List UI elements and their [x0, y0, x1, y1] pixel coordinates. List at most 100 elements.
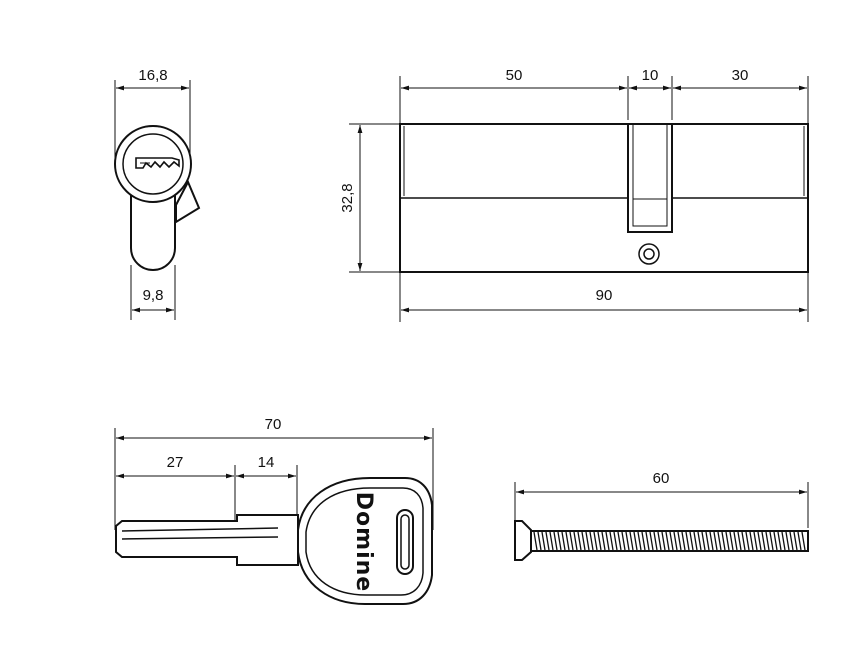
thread-line	[749, 531, 754, 551]
thread-line	[681, 531, 686, 551]
thread-line	[753, 531, 758, 551]
thread-line	[573, 531, 578, 551]
thread-line	[797, 531, 802, 551]
thread-line	[741, 531, 746, 551]
thread-line	[689, 531, 694, 551]
thread-line	[549, 531, 554, 551]
thread-line	[649, 531, 654, 551]
thread-line	[701, 531, 706, 551]
thread-line	[533, 531, 538, 551]
key-ring-hole	[400, 514, 410, 570]
screw-hole-icon	[638, 243, 660, 265]
screw-view: 60	[514, 470, 809, 561]
key-view: 70 27 14 Domine	[114, 416, 434, 605]
thread-line	[709, 531, 714, 551]
cam-inner	[632, 199, 668, 227]
dimension-left-length: 50	[506, 67, 523, 84]
thread-line	[669, 531, 674, 551]
dimension-total-length: 90	[596, 287, 613, 304]
thread-line	[609, 531, 614, 551]
thread-line	[633, 531, 638, 551]
dimension-height: 32,8	[339, 183, 356, 212]
thread-line	[713, 531, 718, 551]
thread-line	[637, 531, 642, 551]
dimension-right-length: 30	[732, 67, 749, 84]
key-groove	[121, 527, 279, 532]
thread-line	[693, 531, 698, 551]
thread-line	[629, 531, 634, 551]
dimension-cam-width: 10	[642, 67, 659, 84]
thread-line	[581, 531, 586, 551]
key-head	[297, 477, 433, 605]
thread-line	[717, 531, 722, 551]
thread-line	[745, 531, 750, 551]
key-ring-hole	[396, 509, 414, 575]
thread-line	[641, 531, 646, 551]
thread-line	[769, 531, 774, 551]
thread-line	[577, 531, 582, 551]
thread-line	[657, 531, 662, 551]
thread-line	[777, 531, 782, 551]
front-view: 16,8 9,8	[114, 67, 201, 320]
thread-line	[569, 531, 574, 551]
thread-line	[589, 531, 594, 551]
screw-head	[514, 520, 532, 561]
thread-line	[737, 531, 742, 551]
thread-line	[645, 531, 650, 551]
screw-hole-icon	[643, 248, 655, 260]
thread-line	[553, 531, 558, 551]
dimension-key-blade: 27	[167, 454, 184, 471]
thread-line	[605, 531, 610, 551]
dimension-key-shoulder: 14	[258, 454, 275, 471]
thread-line	[613, 531, 618, 551]
thread-line	[673, 531, 678, 551]
thread-line	[729, 531, 734, 551]
thread-line	[597, 531, 602, 551]
thread-line	[561, 531, 566, 551]
thread-line	[765, 531, 770, 551]
thread-line	[705, 531, 710, 551]
cam-slot	[627, 123, 673, 233]
thread-line	[585, 531, 590, 551]
thread-line	[685, 531, 690, 551]
cylinder-profile-ring	[122, 133, 184, 195]
thread-line	[565, 531, 570, 551]
keyway-icon	[135, 157, 180, 169]
thread-line	[733, 531, 738, 551]
thread-line	[537, 531, 542, 551]
thread-line	[757, 531, 762, 551]
thread-line	[601, 531, 606, 551]
dimension-key-total: 70	[265, 416, 282, 433]
thread-line	[541, 531, 546, 551]
side-view: 50 10 30 32,8 90	[339, 67, 809, 322]
thread-line	[781, 531, 786, 551]
thread-line	[677, 531, 682, 551]
dimension-width-bottom: 9,8	[143, 287, 164, 304]
thread-line	[545, 531, 550, 551]
thread-line	[721, 531, 726, 551]
dimension-screw-length: 60	[653, 470, 670, 487]
thread-line	[557, 531, 562, 551]
key-head-inner	[305, 487, 424, 596]
thread-line	[621, 531, 626, 551]
thread-line	[793, 531, 798, 551]
key-groove	[121, 536, 279, 540]
cam-inner	[632, 123, 668, 200]
thread-line	[785, 531, 790, 551]
cylinder-profile-body	[130, 189, 176, 271]
key-blade	[115, 514, 299, 566]
thread-line	[653, 531, 658, 551]
key-brand-logo: Domine	[351, 492, 376, 592]
thread-line	[725, 531, 730, 551]
dimension-width-top: 16,8	[138, 67, 167, 84]
thread-line	[625, 531, 630, 551]
thread-line	[773, 531, 778, 551]
screw-thread	[533, 531, 806, 551]
thread-line	[801, 531, 806, 551]
thread-line	[697, 531, 702, 551]
thread-line	[665, 531, 670, 551]
thread-line	[661, 531, 666, 551]
thread-line	[789, 531, 794, 551]
thread-line	[593, 531, 598, 551]
thread-line	[617, 531, 622, 551]
